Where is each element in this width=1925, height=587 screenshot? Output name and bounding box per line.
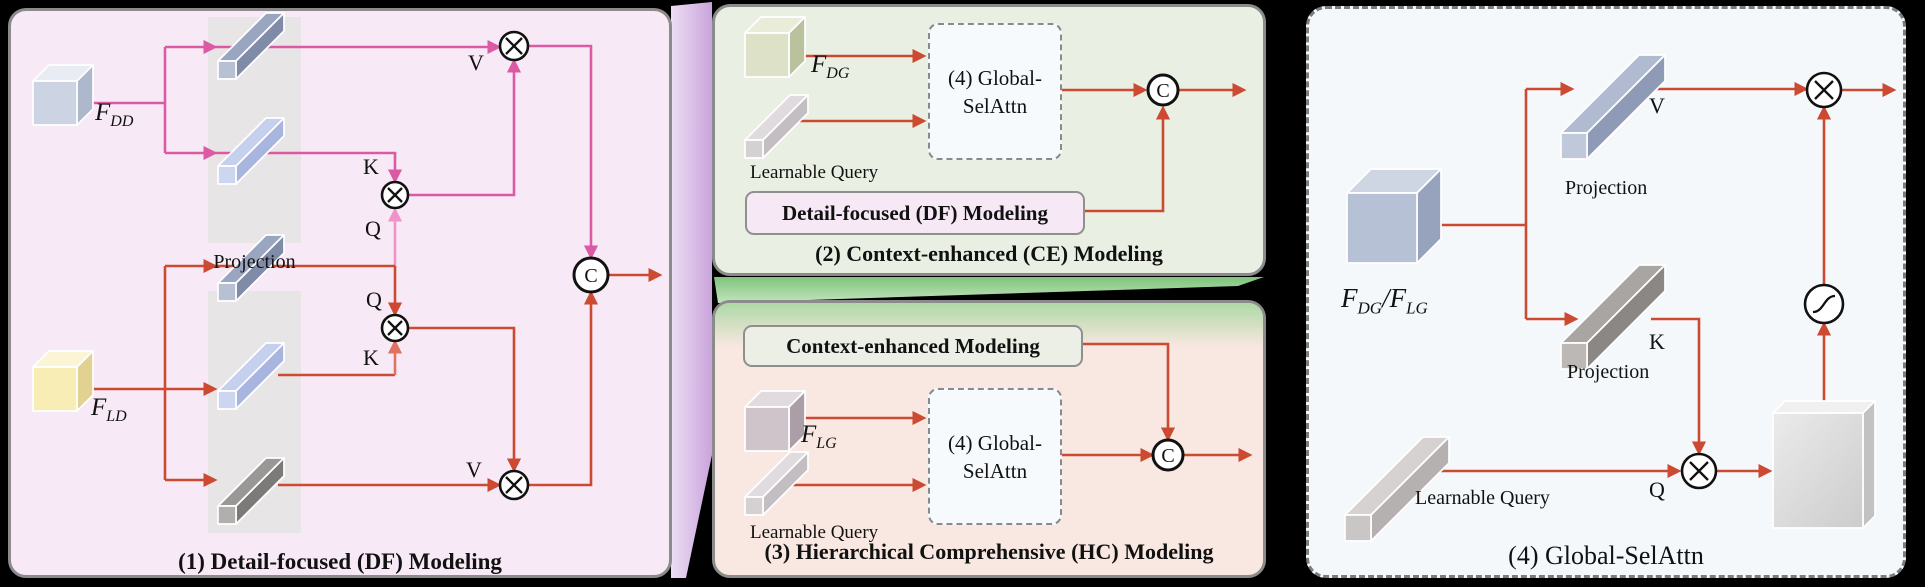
fld-label: FLD: [91, 394, 127, 425]
concat-symbol: C: [1156, 80, 1169, 102]
projection-bar-k: [1560, 264, 1666, 370]
fdg-cube: [744, 16, 806, 78]
panel1-diagram: C: [32, 12, 663, 533]
panel4-wires: [1426, 81, 1897, 479]
v-label: V: [1649, 93, 1665, 118]
panel-detail-focused-modeling: C FDD FLD Projection K Q V Q K V (1) Det…: [8, 8, 672, 578]
panel4-diagram: [1344, 54, 1897, 542]
v-label-top: V: [468, 50, 484, 75]
projection-label: Projection: [213, 251, 296, 273]
multiply-op-ld: [380, 313, 410, 343]
projection-bar-dd-k: [217, 117, 285, 185]
learnable-query-label: Learnable Query: [750, 162, 879, 183]
fdd-cube: [32, 64, 94, 126]
panel4-caption: (4) Global-SelAttn: [1508, 541, 1704, 570]
flg-label: FLG: [801, 421, 837, 452]
green-funnel: [714, 277, 1264, 303]
global-selattn-line2: SelAttn: [962, 458, 1028, 483]
global-selattn-box: (4) Global- SelAttn: [928, 388, 1062, 525]
global-selattn-line1: (4) Global-: [948, 65, 1042, 90]
flg-cube: [744, 390, 806, 452]
k-label-top: K: [363, 154, 379, 179]
ce-modeling-box: Context-enhanced Modeling: [743, 325, 1083, 367]
concat-op: C: [1146, 73, 1180, 107]
panel1-caption: (1) Detail-focused (DF) Modeling: [178, 549, 502, 574]
panel3-caption: (3) Hierarchical Comprehensive (HC) Mode…: [764, 539, 1214, 564]
sigmoid-op: [1803, 283, 1845, 325]
panel2-caption: (2) Context-enhanced (CE) Modeling: [815, 241, 1163, 266]
fdd-label: FDD: [95, 99, 134, 130]
multiply-op-v-top: [498, 30, 530, 62]
panel-context-enhanced-modeling: C FDG Learnable Query (4) Global- SelAtt…: [712, 4, 1266, 276]
projection-bar-dd-v: [217, 12, 285, 80]
global-selattn-box: (4) Global- SelAttn: [928, 23, 1062, 160]
multiply-op-v-bottom: [498, 469, 530, 501]
projection-bar-v: [1560, 54, 1666, 160]
q-label-top: Q: [365, 216, 381, 241]
k-label: K: [1649, 329, 1665, 354]
multiply-op-q: [1680, 452, 1718, 490]
concat-op: C: [1151, 438, 1185, 472]
panel-hierarchical-comprehensive-modeling: C Context-enhanced Modeling FLG Learnabl…: [712, 300, 1266, 578]
projection-bar-ld-q: [217, 234, 285, 302]
k-label-bottom: K: [363, 345, 379, 370]
concat-symbol: C: [584, 265, 597, 287]
global-selattn-line1: (4) Global-: [948, 430, 1042, 455]
global-cube-label: FDG/FLG: [1341, 283, 1428, 318]
panel3-diagram: C: [744, 342, 1253, 516]
fdd-wires: [93, 39, 599, 266]
global-feature-cube: [1346, 168, 1442, 264]
fdg-label: FDG: [811, 51, 850, 82]
q-label-bottom: Q: [366, 287, 382, 312]
multiply-op-dd: [380, 180, 410, 210]
projection-k-label: Projection: [1567, 361, 1650, 383]
projection-v-label: Projection: [1565, 177, 1648, 199]
panel2-diagram: C: [744, 16, 1247, 213]
panel-global-selattn: FDG/FLG V Projection K Projection Learna…: [1306, 6, 1906, 578]
projection-bar-ld-k: [217, 342, 285, 410]
learnable-query-bar: [744, 451, 809, 516]
learnable-query-bar: [744, 94, 809, 159]
attention-map-slab: [1772, 400, 1876, 529]
panel3-wires: [787, 342, 1253, 493]
q-label: Q: [1649, 477, 1665, 502]
purple-funnel: [671, 2, 712, 578]
learnable-query-label: Learnable Query: [750, 522, 879, 543]
learnable-query-label: Learnable Query: [1415, 487, 1550, 509]
projection-bar-ld-v: [217, 457, 285, 525]
panel2-wires: [787, 48, 1247, 213]
multiply-op-out: [1805, 71, 1843, 109]
global-selattn-line2: SelAttn: [962, 93, 1028, 118]
df-modeling-box: Detail-focused (DF) Modeling: [745, 191, 1085, 235]
concat-op: C: [572, 256, 610, 294]
fld-wires: [93, 258, 663, 493]
v-label-bottom: V: [466, 457, 482, 482]
learnable-query-bar: [1344, 436, 1450, 542]
fld-cube: [32, 350, 94, 412]
concat-symbol: C: [1161, 445, 1174, 467]
